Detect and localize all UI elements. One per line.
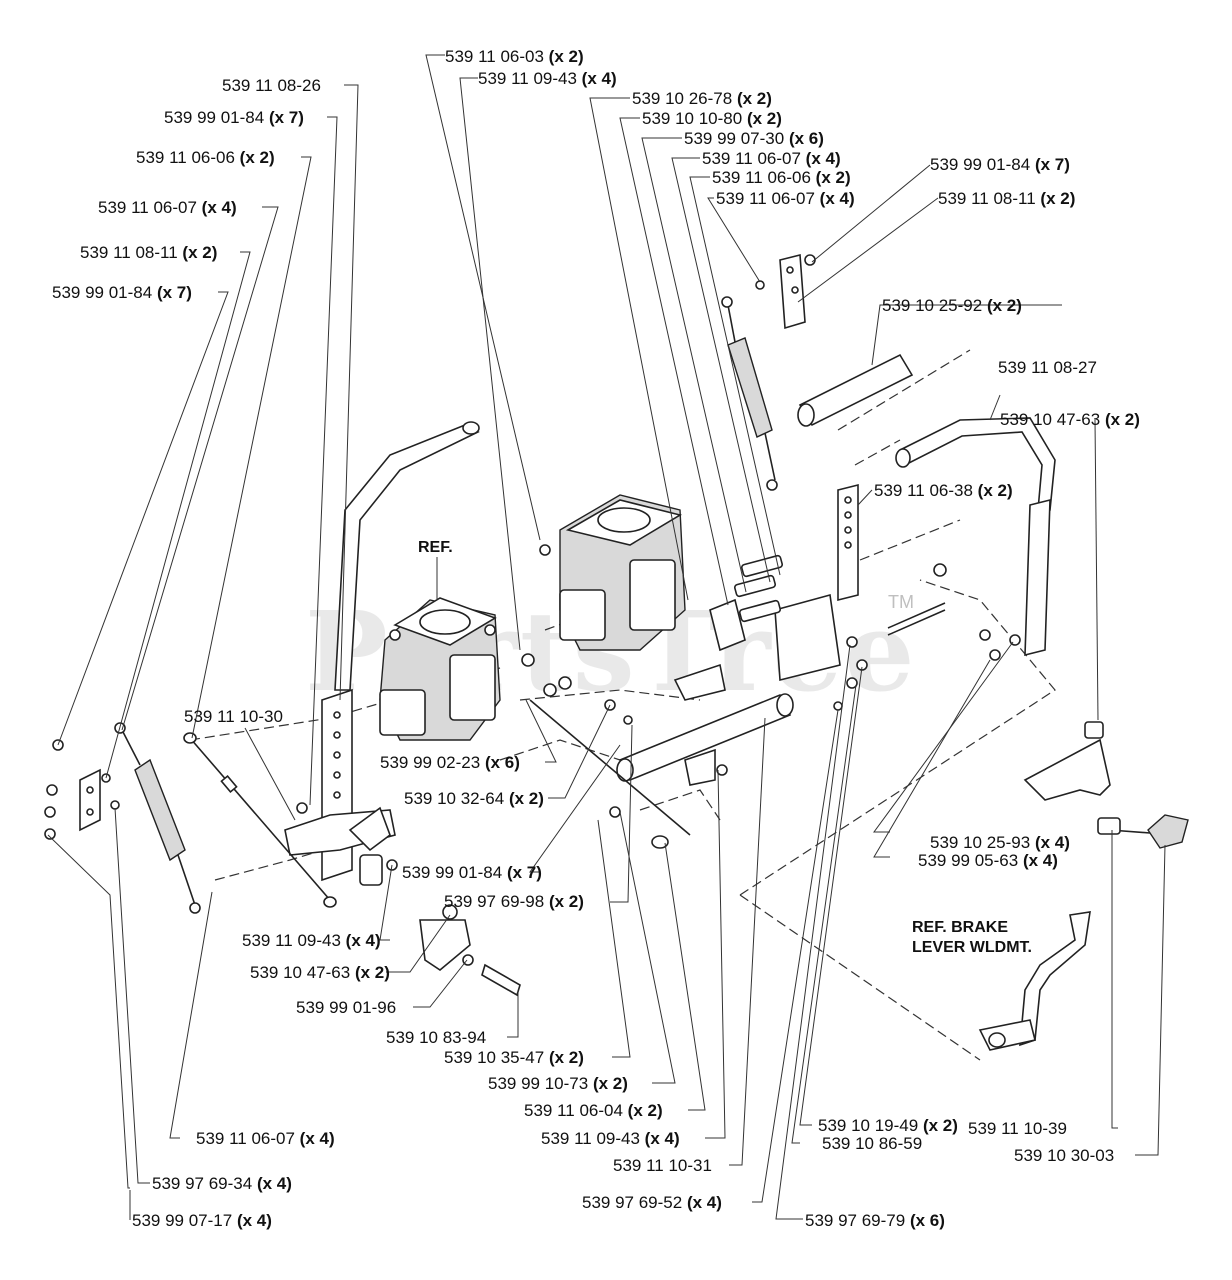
brake-handle xyxy=(1023,721,1189,849)
part-label: 539 10 10-80 (x 2) xyxy=(642,109,782,128)
leader-lines xyxy=(47,54,1166,1220)
part-label: 539 99 01-84 (x 7) xyxy=(930,155,1070,174)
part-label: 539 11 08-27 xyxy=(998,358,1097,377)
part-label: 539 99 01-84 (x 7) xyxy=(402,863,542,882)
part-label: 539 99 07-30 (x 6) xyxy=(684,129,824,148)
ref-label: REF. xyxy=(418,539,453,556)
center-pivot-shaft xyxy=(616,663,794,786)
part-label: 539 97 69-98 (x 2) xyxy=(444,892,584,911)
part-label: 539 11 06-07 (x 4) xyxy=(196,1129,335,1148)
part-label: 539 10 83-94 xyxy=(386,1028,486,1047)
part-label: 539 99 01-84 (x 7) xyxy=(52,283,192,302)
part-label: 539 10 86-59 xyxy=(822,1134,922,1153)
part-label: 539 11 10-39 xyxy=(968,1119,1067,1138)
center-plate-bracket xyxy=(709,554,841,682)
part-label: 539 11 10-31 xyxy=(613,1156,712,1175)
ref-brake-line2: LEVER WLDMT. xyxy=(912,939,1032,956)
part-label: 539 11 06-06 (x 2) xyxy=(712,168,851,187)
right-pivot-pin xyxy=(887,563,947,636)
watermark-tm: TM xyxy=(888,592,914,612)
left-transmission xyxy=(379,597,501,741)
part-label: 539 11 06-07 (x 4) xyxy=(98,198,237,217)
right-control-lever xyxy=(895,417,1056,657)
part-label: 539 97 69-52 (x 4) xyxy=(582,1193,722,1212)
part-label: 539 11 08-11 (x 2) xyxy=(80,243,217,262)
left-mount-bracket xyxy=(79,768,101,832)
part-labels: 539 11 06-03 (x 2) 539 11 09-43 (x 4) 53… xyxy=(52,47,1140,1230)
part-label: 539 11 06-07 (x 4) xyxy=(702,149,841,168)
left-lever-bracket xyxy=(284,688,396,886)
part-label: 539 10 25-92 (x 2) xyxy=(882,296,1022,315)
right-transmission xyxy=(539,494,686,651)
part-label: 539 10 26-78 (x 2) xyxy=(632,89,772,108)
right-lever-bracket xyxy=(837,483,859,602)
right-upper-bracket xyxy=(755,253,816,330)
right-gas-spring xyxy=(721,296,778,491)
part-label: 539 10 47-63 (x 2) xyxy=(250,963,390,982)
ref-brake-line1: REF. BRAKE xyxy=(912,919,1008,936)
part-label: 539 11 06-07 (x 4) xyxy=(716,189,855,208)
part-label: 539 11 06-03 (x 2) xyxy=(445,47,584,66)
part-label: 539 97 69-34 (x 4) xyxy=(152,1174,292,1193)
part-label: 539 99 07-17 (x 4) xyxy=(132,1211,272,1230)
part-label: 539 99 05-63 (x 4) xyxy=(918,851,1058,870)
part-label: 539 11 09-43 (x 4) xyxy=(242,931,381,950)
part-label: 539 10 47-63 (x 2) xyxy=(1000,410,1140,429)
part-label: 539 11 08-11 (x 2) xyxy=(938,189,1075,208)
assembly-dashed-lines xyxy=(189,349,1056,1061)
part-label: 539 97 69-79 (x 6) xyxy=(805,1211,945,1230)
part-label: 539 99 10-73 (x 2) xyxy=(488,1074,628,1093)
part-label: 539 11 06-38 (x 2) xyxy=(874,481,1013,500)
part-label: 539 11 06-06 (x 2) xyxy=(136,148,275,167)
part-label: 539 10 35-47 (x 2) xyxy=(444,1048,584,1067)
left-brake-bracket xyxy=(419,904,521,997)
part-label: 539 11 08-26 xyxy=(222,76,321,95)
part-label: 539 11 06-04 (x 2) xyxy=(524,1101,663,1120)
part-label: 539 10 25-93 (x 4) xyxy=(930,833,1070,852)
part-label: 539 99 01-96 xyxy=(296,998,396,1017)
left-control-rod xyxy=(183,732,337,908)
part-label: 539 10 19-49 (x 2) xyxy=(818,1116,958,1135)
left-hardware xyxy=(44,739,398,871)
part-label: 539 11 09-43 (x 4) xyxy=(478,69,617,88)
part-label: 539 99 01-84 (x 7) xyxy=(164,108,304,127)
part-label: 539 11 10-30 xyxy=(184,707,283,726)
hand-grip-1 xyxy=(797,353,914,427)
part-label: 539 99 02-23 (x 6) xyxy=(380,753,520,772)
part-label: 539 10 30-03 xyxy=(1014,1146,1114,1165)
brake-lever-weldment xyxy=(978,911,1091,1051)
part-label: 539 11 09-43 (x 4) xyxy=(541,1129,680,1148)
left-gas-spring xyxy=(114,722,201,914)
part-label: 539 10 32-64 (x 2) xyxy=(404,789,544,808)
center-link-rod xyxy=(529,699,691,849)
